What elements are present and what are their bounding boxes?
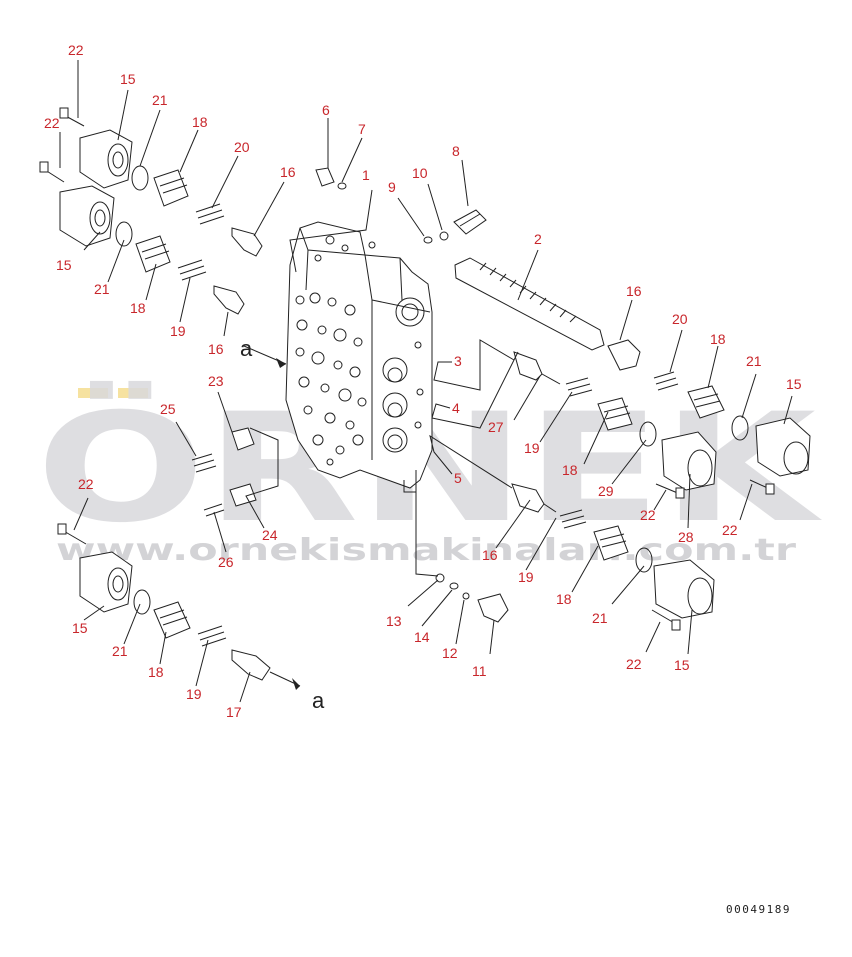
callout-4: 4: [452, 400, 460, 416]
callout-19b: 19: [524, 440, 540, 456]
callout-16c: 16: [626, 283, 642, 299]
callout-14: 14: [414, 629, 430, 645]
callout-21e: 21: [592, 610, 608, 626]
callout-26: 26: [218, 554, 234, 570]
cover-group-mid-left: [39, 161, 245, 315]
callout-18b: 18: [130, 300, 146, 316]
callout-21c: 21: [746, 353, 762, 369]
callout-11: 11: [472, 663, 487, 679]
watermark-url: www.ornekismakinalari.com.tr: [56, 533, 796, 568]
callout-23: 23: [208, 373, 224, 389]
callout-13: 13: [386, 613, 402, 629]
callout-16d: 16: [482, 547, 498, 563]
callout-15c: 15: [786, 376, 802, 392]
leader-lines: [59, 60, 793, 703]
callout-18f: 18: [148, 664, 164, 680]
callout-21d: 21: [112, 643, 128, 659]
watermark-accent-left: [78, 388, 108, 398]
callout-22a: 22: [68, 42, 84, 58]
callout-12: 12: [442, 645, 458, 661]
callout-22f: 22: [626, 656, 642, 672]
callout-21b: 21: [94, 281, 110, 297]
callout-5: 5: [454, 470, 462, 486]
callout-24: 24: [262, 527, 278, 543]
callout-10: 10: [412, 165, 428, 181]
callout-19c: 19: [518, 569, 534, 585]
cover-group-upper-right: [607, 339, 811, 495]
callout-1: 1: [362, 167, 370, 183]
watermark-accent-right: [118, 388, 148, 398]
cover-group-lower-left: [57, 523, 301, 690]
small-parts: [191, 167, 509, 623]
callout-20a: 20: [234, 139, 250, 155]
callout-17: 17: [226, 704, 242, 720]
callout-19a: 19: [170, 323, 186, 339]
callout-15b: 15: [56, 257, 72, 273]
callout-28: 28: [678, 529, 694, 545]
view-marker-a-lower: a: [312, 688, 325, 713]
callout-15e: 15: [674, 657, 690, 673]
cover-group-upper-left: [59, 107, 263, 257]
callout-6: 6: [322, 102, 330, 118]
callout-15a: 15: [120, 71, 136, 87]
callout-16a: 16: [280, 164, 296, 180]
cover-group-lower-right: [511, 483, 715, 631]
callout-7: 7: [358, 121, 366, 137]
callout-16b: 16: [208, 341, 224, 357]
callout-19d: 19: [186, 686, 202, 702]
callout-18d: 18: [562, 462, 578, 478]
callout-15d: 15: [72, 620, 88, 636]
callout-8: 8: [452, 143, 460, 159]
callout-18a: 18: [192, 114, 208, 130]
callout-2: 2: [534, 231, 542, 247]
view-marker-a-upper: a: [240, 336, 253, 361]
callout-27: 27: [488, 419, 504, 435]
drawing-code: 00049189: [726, 903, 791, 916]
callout-3: 3: [454, 353, 462, 369]
callout-29: 29: [598, 483, 614, 499]
callout-20b: 20: [672, 311, 688, 327]
callout-21a: 21: [152, 92, 168, 108]
callout-18e: 18: [556, 591, 572, 607]
callout-22c: 22: [640, 507, 656, 523]
cover-group-mid-right: [513, 351, 717, 499]
callout-22b: 22: [44, 115, 60, 131]
callout-9: 9: [388, 179, 396, 195]
main-spool: [454, 257, 605, 351]
callout-22e: 22: [78, 476, 94, 492]
callout-22d: 22: [722, 522, 738, 538]
callout-numbers: 22 15 21 18 22 20 16 6 7 1 9 10 8 15 21 …: [44, 42, 802, 720]
valve-body: [285, 221, 433, 493]
callout-18c: 18: [710, 331, 726, 347]
callout-25: 25: [160, 401, 176, 417]
